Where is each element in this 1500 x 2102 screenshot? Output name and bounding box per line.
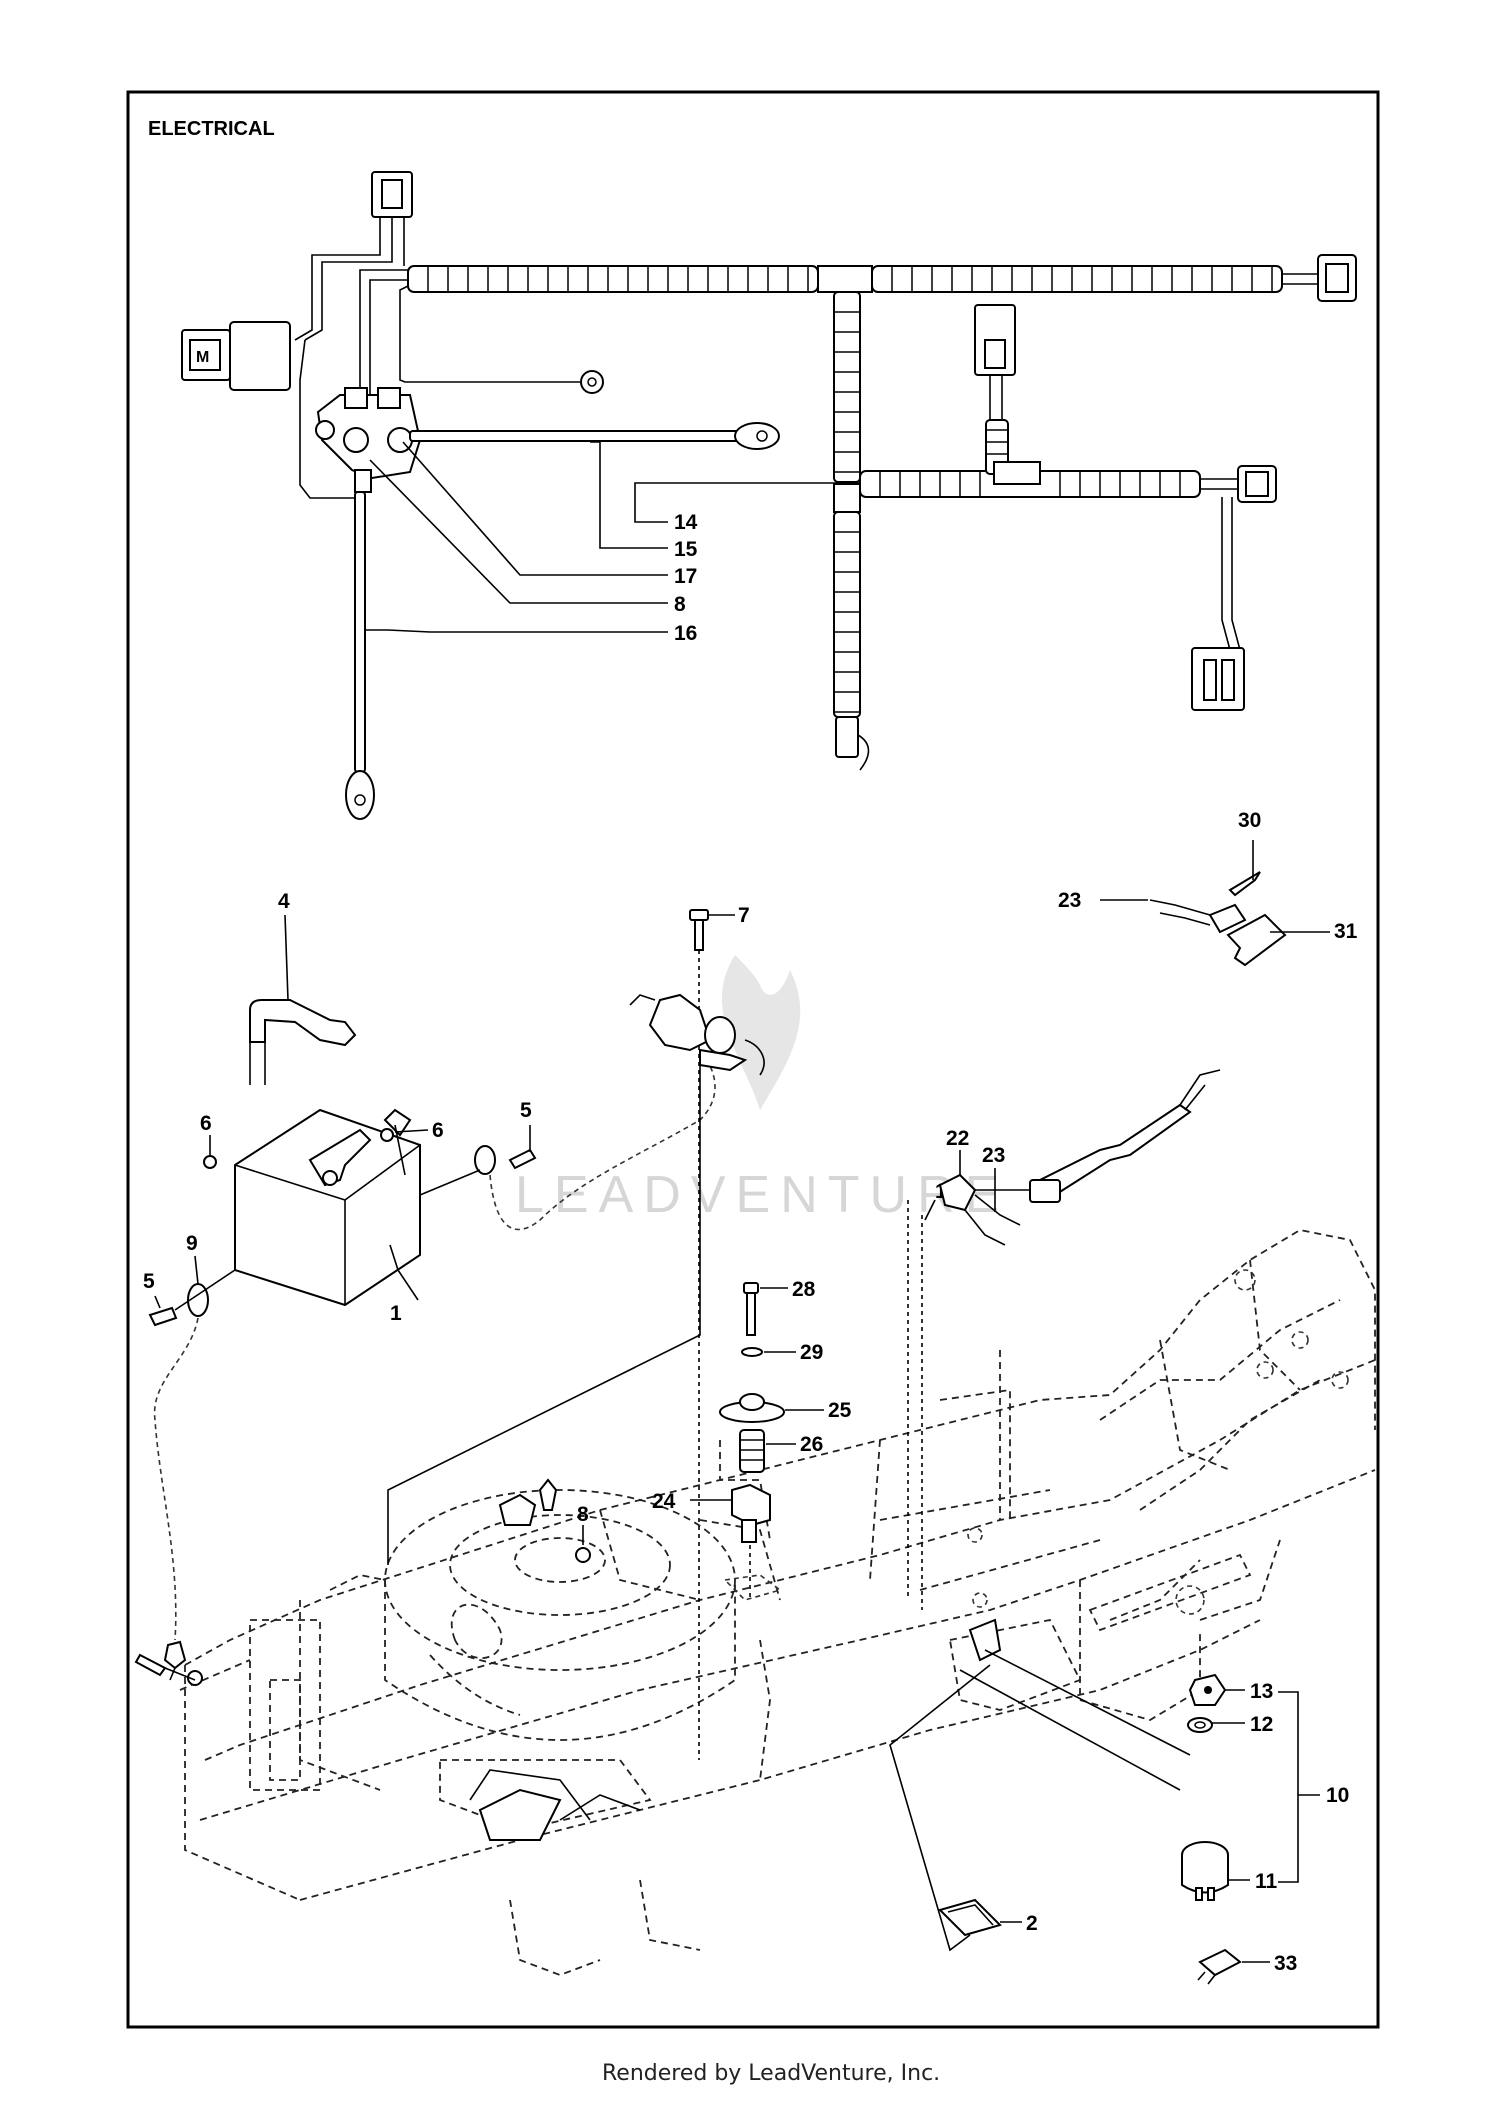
battery-hold-down-4 (249, 999, 357, 1085)
ignition-bracket (948, 1618, 1191, 1791)
diagram-frame (126, 90, 1380, 2029)
callout-6-right: 6 (432, 1119, 444, 1142)
footer-credit: Rendered by LeadVenture, Inc. (602, 2061, 940, 2086)
bolt-5-right (508, 1148, 537, 1170)
callout-7: 7 (738, 904, 750, 927)
loom-segment-lines (427, 266, 1273, 713)
callout-15: 15 (674, 538, 698, 561)
wire-harness: M (181, 171, 1357, 820)
top-leader-lines (365, 441, 860, 633)
callout-24: 24 (652, 1490, 676, 1513)
bolt-5-left (148, 1306, 178, 1327)
washer-29 (741, 1347, 763, 1357)
ground-cable-9 (153, 1269, 236, 1681)
callout-5-left: 5 (143, 1270, 155, 1293)
engine (179, 1478, 781, 1841)
callout-8-top: 8 (674, 593, 686, 616)
key-13 (1188, 1673, 1227, 1706)
callout-10: 10 (1326, 1784, 1349, 1807)
callout-33: 33 (1274, 1952, 1297, 1975)
solenoid (315, 387, 422, 493)
connector-bottom-right (1191, 647, 1245, 711)
watermark: LEADVENTURE (515, 955, 1009, 1224)
nut-6-left (203, 1155, 217, 1169)
callout-30: 30 (1238, 809, 1261, 832)
callout-1: 1 (390, 1302, 402, 1325)
spring-26 (739, 1429, 765, 1473)
switch-22 (924, 1173, 1021, 1246)
callout-17: 17 (674, 565, 697, 588)
callout-22: 22 (946, 1127, 969, 1150)
callout-26: 26 (800, 1433, 823, 1456)
main-loom (407, 265, 1283, 718)
callout-13: 13 (1250, 1680, 1273, 1703)
terminal-23-top (1149, 899, 1211, 926)
bracket-31 (1226, 913, 1287, 967)
nut-12 (1187, 1717, 1213, 1733)
cup-25 (719, 1393, 785, 1423)
fuse-33 (1197, 1948, 1242, 1985)
callout-11: 11 (1255, 1870, 1278, 1893)
callout-23-mid: 23 (982, 1144, 1005, 1167)
battery-cable-16 (354, 491, 366, 773)
callout-14: 14 (674, 511, 698, 534)
battery-1 (234, 1108, 421, 1307)
callout-25: 25 (828, 1399, 852, 1422)
bolt-28 (743, 1282, 759, 1336)
relay-left: M (181, 321, 291, 391)
nut-6-right (380, 1128, 394, 1142)
harness-19 (1029, 1069, 1221, 1203)
callout-2: 2 (1026, 1912, 1038, 1935)
watermark-text: LEADVENTURE (515, 1166, 1009, 1224)
callout-6-left: 6 (200, 1112, 212, 1135)
diagram-title: ELECTRICAL (148, 118, 275, 140)
callout-9: 9 (186, 1232, 198, 1255)
callout-23-top: 23 (1058, 889, 1081, 912)
callout-12: 12 (1250, 1713, 1273, 1736)
callout-29: 29 (800, 1341, 823, 1364)
starter-solenoid (629, 993, 765, 1076)
callout-31: 31 (1334, 920, 1358, 943)
tractor-frame (184, 1229, 1376, 1976)
callout-16: 16 (674, 622, 697, 645)
callout-28: 28 (792, 1278, 816, 1301)
seat-switch-24 (731, 1483, 771, 1543)
callout-4: 4 (278, 890, 290, 913)
callout-5-right: 5 (520, 1099, 532, 1122)
svg-text:M: M (196, 349, 209, 366)
ignition-switch-11 (1181, 1841, 1229, 1901)
connector-bottom-loom (835, 716, 859, 758)
bolt-7 (689, 909, 709, 951)
plug-2 (938, 1898, 1002, 1937)
callout-8-lower: 8 (577, 1503, 589, 1526)
